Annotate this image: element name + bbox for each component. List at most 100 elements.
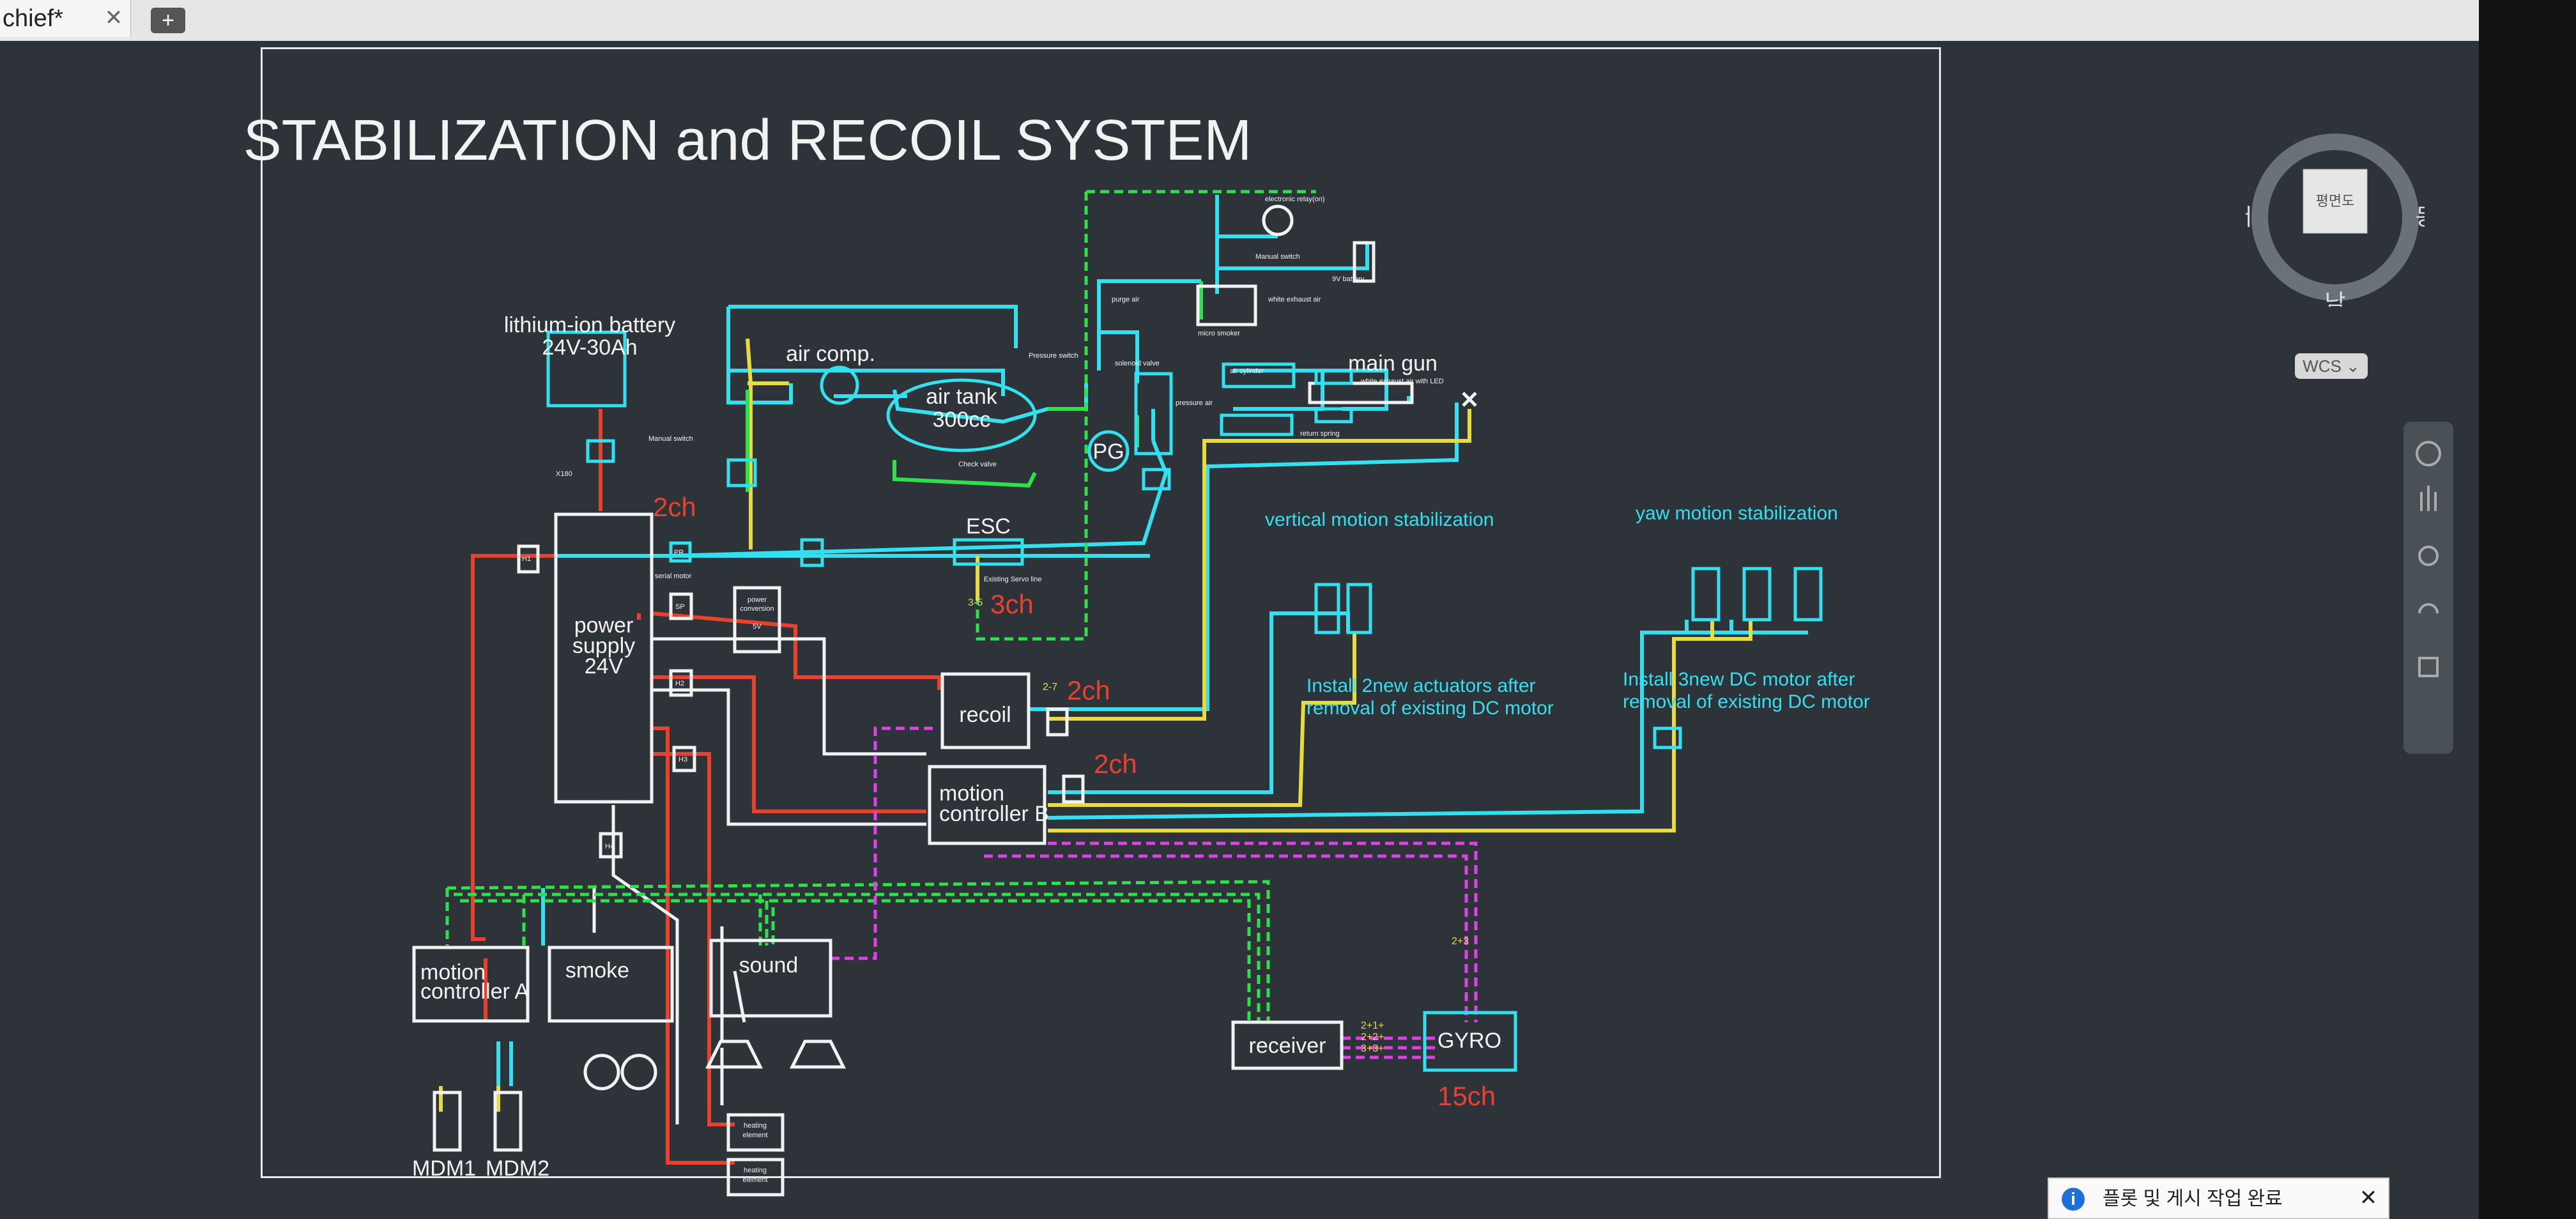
serial-motor-label: serial motor: [655, 572, 692, 580]
compass-east[interactable]: 동: [2415, 204, 2436, 230]
ch2-recoil-label: 2ch: [1067, 675, 1110, 705]
air-comp-pump: [820, 365, 859, 405]
air-tank-label-1: air tank: [926, 385, 997, 409]
pressure-air-label: pressure air: [1176, 399, 1213, 407]
ch3-label: 3ch: [990, 589, 1034, 619]
h1-label: H1: [522, 555, 531, 563]
compass-south[interactable]: 남: [2324, 289, 2345, 316]
existing-servo-label: Existing Servo line: [984, 576, 1042, 583]
serial-motor-box: [669, 541, 692, 563]
gun-valve-top: [1314, 369, 1353, 385]
micro-smoker-label: micro smoker: [1198, 330, 1240, 337]
view-cube[interactable]: 평면도 북 남 서 동: [2231, 102, 2436, 316]
heating2-label-1: heating: [744, 1167, 767, 1174]
tab-chief[interactable]: chief* ✕: [0, 0, 131, 37]
manual-switch-label: Manual switch: [648, 435, 693, 443]
power-conv-label-1: power: [747, 596, 767, 604]
sp-label: SP: [675, 603, 685, 611]
pan-icon: [2420, 486, 2437, 511]
tab-bar: chief* ✕ +: [0, 0, 2479, 42]
red-wiring: [471, 409, 941, 1165]
dc-motor-1: [1691, 567, 1721, 622]
power-supply-label-2: supply: [572, 634, 635, 658]
battery-9v-label: 9V battery: [1332, 275, 1365, 283]
wcs-dropdown[interactable]: WCS ⌄: [2295, 353, 2368, 379]
pg-label: PG: [1092, 440, 1124, 464]
main-gun-label: main gun: [1348, 351, 1438, 376]
motion-a-label-1: motion: [420, 960, 486, 985]
paper-sheet-border: [261, 47, 1941, 1178]
gun-valve-bottom: [1314, 407, 1353, 424]
air-cylinder-label: air cylinder: [1230, 367, 1264, 375]
motion-controller-b-box: [928, 765, 1046, 845]
h4-label: H4: [605, 843, 614, 850]
check-valve-label: Check valve: [958, 461, 997, 468]
rx1-label: 2+1+: [1361, 1020, 1384, 1031]
heating1-label-1: heating: [744, 1122, 767, 1130]
tab-label: chief*: [3, 5, 64, 32]
recoil-box: [940, 672, 1031, 749]
white-exhaust-label: white exhaust air: [1268, 296, 1321, 303]
switch-box: [800, 538, 824, 567]
relay-symbol: [1262, 204, 1294, 236]
close-notification-button[interactable]: ✕: [2359, 1186, 2378, 1210]
heating-element-1: [726, 1113, 785, 1152]
mdm1-label: MDM1: [412, 1156, 476, 1181]
battery-9v-box: [1353, 241, 1376, 283]
smoke-label: smoke: [565, 958, 629, 983]
heating-element-2: [726, 1158, 785, 1197]
info-icon: i: [2062, 1188, 2085, 1211]
new-tab-button[interactable]: +: [151, 8, 185, 33]
h2-label: H2: [675, 680, 684, 687]
zoom-icon: [2418, 546, 2439, 566]
h3-box: [672, 746, 696, 772]
num-27-label: 2-7: [1043, 682, 1057, 693]
gyro-label: GYRO: [1438, 1029, 1501, 1053]
manual-switch2-label: Manual switch: [1255, 253, 1300, 261]
install-dc-label-2: removal of existing DC motor: [1623, 691, 1870, 712]
tab-close-icon[interactable]: ✕: [104, 6, 123, 30]
battery-label-2: 24V-30Ah: [542, 335, 637, 360]
rx2-label: 2+2+: [1361, 1032, 1384, 1043]
power-conversion-box: [733, 586, 781, 654]
ch2-top-label: 2ch: [653, 492, 696, 522]
yellow-wiring: [439, 338, 1752, 1112]
h4-box: [599, 832, 623, 859]
air-cylinder: [1222, 362, 1296, 388]
connector-box-recoil: [1046, 707, 1069, 737]
dc-motor-2: [1742, 567, 1772, 622]
mdm1-box: [433, 1091, 462, 1152]
view-cube-face[interactable]: 평면도: [2316, 193, 2355, 209]
battery-switch-box: [586, 439, 615, 463]
pr-label: PR: [674, 549, 684, 556]
electronic-relay-label: electronic relay(on): [1265, 195, 1325, 203]
receiver-box: [1231, 1020, 1344, 1070]
power-supply-label-3: 24V: [585, 654, 624, 678]
smoke-fan-2: [620, 1054, 657, 1091]
diagram-title: STABILIZATION and RECOIL SYSTEM: [243, 109, 1252, 172]
install-actuators-label-1: Install 2new actuators after: [1307, 675, 1536, 696]
air-tank-label-2: 300cc: [933, 408, 991, 432]
navigation-bar[interactable]: [2404, 422, 2453, 754]
notification-text: 플롯 및 게시 작업 완료: [2103, 1188, 2283, 1209]
sound-label: sound: [739, 953, 799, 977]
recoil-label: recoil: [959, 703, 1011, 727]
battery-box: [546, 330, 627, 408]
install-dc-label-1: Install 3new DC motor after: [1623, 669, 1855, 690]
compass-west[interactable]: 서: [2231, 204, 2253, 230]
plot-complete-notification[interactable]: i 플롯 및 게시 작업 완료 ✕: [2048, 1177, 2389, 1219]
magenta-signal-lines: [831, 726, 1478, 1059]
sp-box: [669, 592, 693, 620]
x180-label: X180: [556, 470, 572, 478]
power-conv-label-2: conversion: [740, 605, 774, 613]
smoke-box: [548, 946, 674, 1023]
vertical-stabilization-label: vertical motion stabilization: [1265, 509, 1494, 530]
ch2-motion-label: 2ch: [1094, 749, 1137, 779]
motion-b-label-2: controller B: [939, 802, 1049, 826]
gyro-box: [1423, 1011, 1517, 1072]
pressure-air-box: [1220, 413, 1294, 436]
h3-label: H3: [678, 756, 687, 763]
sound-box: [709, 939, 832, 1018]
solenoid-valve-label: solenoid valve: [1115, 360, 1160, 367]
yaw-connector-box: [1653, 726, 1682, 749]
